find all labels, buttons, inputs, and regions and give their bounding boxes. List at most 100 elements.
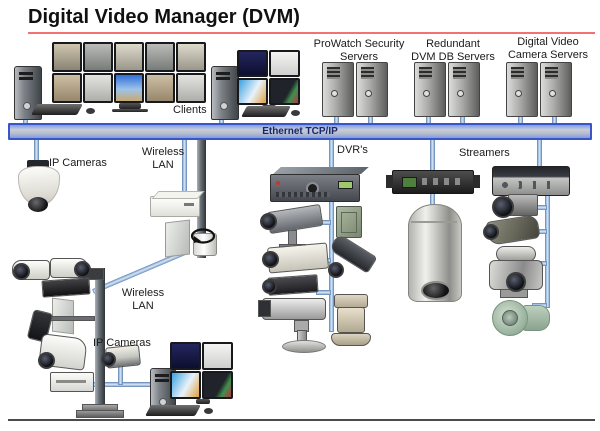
rotation-arrow-icon [190, 228, 216, 244]
dome-camera-lens [28, 197, 48, 212]
camera-pole [95, 268, 105, 408]
monitor [114, 73, 144, 103]
dvrs-label: DVR's [337, 144, 368, 156]
camera-arm [50, 316, 95, 321]
prowatch-server-tower [356, 62, 388, 117]
monitor [170, 342, 201, 370]
dvr-led [276, 181, 280, 185]
monitor-screen [239, 52, 266, 75]
streamers-label: Streamers [459, 147, 510, 159]
monitor [176, 42, 206, 72]
mouse [291, 110, 300, 116]
box-camera-white-lens [262, 251, 279, 268]
mouse [204, 408, 213, 414]
monitor [176, 73, 206, 103]
server-group-label-prowatch: ProWatch Security Servers [313, 38, 405, 63]
stainless-housing-lens [421, 281, 451, 300]
box-ip-camera-lens [101, 352, 116, 367]
monitor-screen [271, 80, 298, 103]
pole-streamer-box [41, 277, 91, 298]
camera-server-tower [540, 62, 572, 117]
monitor-screen [178, 75, 204, 101]
monitor-screen [54, 44, 80, 70]
mouse [86, 108, 95, 114]
monitor-screen [204, 344, 231, 368]
connector-dvr-camera-stub [316, 290, 331, 295]
connector-bus-streamer1 [430, 139, 435, 172]
wireless-antenna-panel [165, 219, 190, 258]
monitor [52, 73, 82, 103]
prowatch-server-tower [322, 62, 354, 117]
monitor-screen [271, 52, 298, 75]
compact-camera-dark-lens [262, 279, 277, 294]
wireless-mast-pole [197, 139, 206, 258]
monitor [170, 371, 201, 399]
monitor-screen [116, 75, 142, 101]
monitor-screen [172, 344, 199, 368]
ptz-camera-tan-base [331, 333, 371, 346]
box-camera-lens-large [492, 196, 514, 218]
pole-base [76, 410, 124, 418]
monitor [83, 73, 113, 103]
title-underline [28, 32, 595, 34]
metal-ptz-lens [506, 272, 526, 292]
bullet-camera-dark-lens [328, 262, 344, 278]
monitor-screen [116, 44, 142, 70]
dvr-vents [276, 192, 330, 197]
pan-tilt-camera-silver [262, 298, 326, 320]
pole-clamp [193, 233, 217, 256]
ptz-camera-tan-head [334, 294, 368, 308]
monitor [237, 50, 268, 77]
rugged-camera-lens [483, 224, 499, 240]
monitor [202, 342, 233, 370]
monitor-screen [178, 44, 204, 70]
wireless-lan-bottom-label: Wireless LAN [121, 287, 165, 312]
monitor [269, 50, 300, 77]
monitor-screen [239, 80, 266, 103]
dome-camera-mount [27, 160, 49, 169]
monitor [237, 78, 268, 105]
green-camera-flange [492, 300, 528, 336]
monitor-screen [204, 373, 231, 397]
box-camera-gray-lens [260, 213, 277, 230]
streamer-ports [422, 178, 462, 185]
dvm-db-server-tower [448, 62, 480, 117]
dual-camera-left-lens [13, 263, 30, 280]
monitor [145, 42, 175, 72]
network-switch-slot [56, 380, 86, 383]
monitor [114, 42, 144, 72]
wireless-access-point [150, 196, 200, 217]
junction-box-green [336, 206, 362, 238]
dvr-display [338, 181, 353, 189]
housing-camera-white-lens [38, 352, 55, 369]
streamer-terminal-block [402, 177, 417, 188]
server-group-label-dvmdb: Redundant DVM DB Servers [411, 38, 495, 63]
clients-label: Clients [173, 104, 207, 116]
dual-camera-right-lens [74, 261, 91, 278]
ip-cameras-bottom-label: IP Cameras [93, 337, 151, 349]
keyboard [241, 106, 291, 117]
keyboard [31, 104, 83, 115]
monitor [52, 42, 82, 72]
ptz-camera-tan-body [337, 307, 365, 333]
ground-line [8, 419, 595, 421]
monitor-screen [172, 373, 199, 397]
streamer-desktop-unit [492, 166, 570, 196]
ethernet-bus: Ethernet TCP/IP [8, 123, 592, 140]
dvm-db-server-tower [414, 62, 446, 117]
monitor-screen [85, 75, 111, 101]
client-tower-pc [211, 66, 239, 120]
monitor [269, 78, 300, 105]
monitor-stand [196, 399, 210, 404]
page-title: Digital Video Manager (DVM) [28, 6, 300, 28]
pan-tilt-camera-silver-base [282, 340, 326, 353]
camera-server-tower [506, 62, 538, 117]
monitor-stand-base [112, 109, 148, 112]
keyboard [145, 405, 201, 416]
monitor-screen [147, 44, 173, 70]
ethernet-bus-label: Ethernet TCP/IP [262, 126, 338, 137]
monitor-stand [119, 103, 141, 109]
connector-ipcam-switchline [118, 365, 123, 385]
monitor-screen [54, 75, 80, 101]
server-group-label-camera: Digital Video Camera Servers [507, 36, 589, 61]
